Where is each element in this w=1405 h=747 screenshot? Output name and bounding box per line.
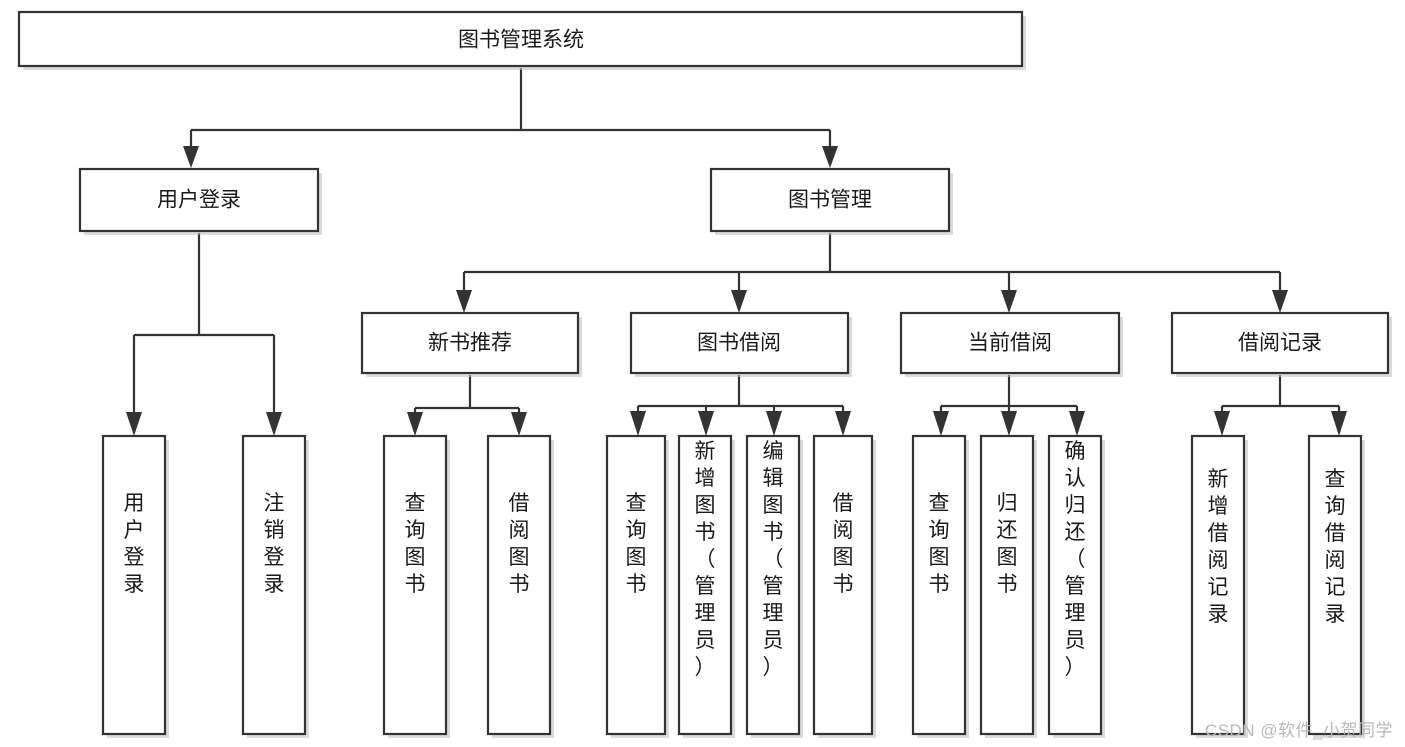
node-leaf-borrow-query-label: 查询图书 xyxy=(626,492,647,596)
node-leaf-current-confirm-box[interactable] xyxy=(1047,434,1103,736)
node-records-box[interactable] xyxy=(1170,311,1390,375)
node-leaf-borrow-edit[interactable]: 编辑图书（管理员） xyxy=(745,434,803,738)
node-leaf-user-logout[interactable]: 注销登录 xyxy=(241,434,309,738)
node-leaf-user-logout-label: 注销登录 xyxy=(264,492,285,596)
node-leaf-records-add-label: 新增借阅记录 xyxy=(1208,468,1229,626)
node-login-label: 用户登录 xyxy=(157,189,241,212)
arrow-login-child-2 xyxy=(266,412,282,436)
edge-group-newbook-children xyxy=(407,375,527,436)
node-leaf-newbook-borrow[interactable]: 借阅图书 xyxy=(486,434,554,738)
node-leaf-newbook-query-box[interactable] xyxy=(382,434,448,736)
arrow-borrow-child-2 xyxy=(698,411,714,436)
node-leaf-borrow-edit-label: 编辑图书（管理员） xyxy=(763,440,784,679)
node-bookmgmt-label: 图书管理 xyxy=(788,189,872,212)
node-bookmgmt[interactable]: 图书管理 xyxy=(709,167,953,235)
node-login-box[interactable] xyxy=(78,167,320,233)
node-leaf-newbook-borrow-box[interactable] xyxy=(486,434,552,736)
arrow-to-current xyxy=(1001,290,1017,313)
node-leaf-current-confirm-label: 确认归还（管理员） xyxy=(1065,440,1086,679)
arrow-borrow-child-4 xyxy=(835,411,851,436)
node-leaf-newbook-query[interactable]: 查询图书 xyxy=(382,434,450,738)
node-login[interactable]: 用户登录 xyxy=(78,167,322,235)
node-leaf-records-query[interactable]: 查询借阅记录 xyxy=(1307,434,1365,738)
node-leaf-borrow-query[interactable]: 查询图书 xyxy=(605,434,669,738)
arrow-borrow-child-3 xyxy=(766,411,782,436)
node-leaf-borrow-lend-box[interactable] xyxy=(812,434,874,736)
node-records-label: 借阅记录 xyxy=(1238,332,1322,355)
arrow-login-child-1 xyxy=(126,412,142,436)
node-leaf-user-login[interactable]: 用户登录 xyxy=(101,434,169,738)
node-leaf-borrow-add-box[interactable] xyxy=(677,434,733,736)
node-newbook-box[interactable] xyxy=(360,311,580,375)
arrow-to-login xyxy=(183,146,199,168)
node-root-box[interactable] xyxy=(17,10,1024,68)
node-current-box[interactable] xyxy=(899,311,1121,375)
arrow-records-child-1 xyxy=(1214,411,1230,436)
node-leaf-user-login-box[interactable] xyxy=(101,434,167,736)
arrow-records-child-2 xyxy=(1331,411,1347,436)
node-leaf-current-return-label: 归还图书 xyxy=(997,492,1018,596)
edge-group-root-to-level2 xyxy=(183,68,838,168)
edge-group-records-children xyxy=(1214,375,1347,436)
node-leaf-current-return[interactable]: 归还图书 xyxy=(979,434,1037,738)
node-leaf-borrow-lend-label: 借阅图书 xyxy=(833,492,854,596)
edge-group-borrow-children xyxy=(630,375,851,436)
edge-group-current-children xyxy=(933,375,1085,436)
node-borrow-box[interactable] xyxy=(629,311,850,375)
arrow-newbook-child-2 xyxy=(511,412,527,436)
node-leaf-records-query-box[interactable] xyxy=(1307,434,1363,736)
node-leaf-current-query-box[interactable] xyxy=(911,434,967,736)
node-leaf-user-login-label: 用户登录 xyxy=(124,492,145,596)
arrow-current-child-2 xyxy=(1001,411,1017,436)
node-leaf-current-return-box[interactable] xyxy=(979,434,1035,736)
node-leaf-user-logout-box[interactable] xyxy=(241,434,307,736)
arrow-current-child-3 xyxy=(1069,411,1085,436)
node-leaf-records-add[interactable]: 新增借阅记录 xyxy=(1190,434,1248,738)
node-leaf-current-query-label: 查询图书 xyxy=(929,492,950,596)
node-bookmgmt-box[interactable] xyxy=(709,167,951,233)
node-borrow[interactable]: 图书借阅 xyxy=(629,311,852,377)
node-leaf-borrow-add[interactable]: 新增图书（管理员） xyxy=(677,434,735,738)
node-leaf-records-add-box[interactable] xyxy=(1190,434,1246,736)
node-root[interactable]: 图书管理系统 xyxy=(17,10,1026,70)
csdn-watermark: CSDN @软件_小贺同学 xyxy=(1204,721,1393,740)
node-leaf-current-query[interactable]: 查询图书 xyxy=(911,434,969,738)
arrow-to-borrow xyxy=(731,290,747,313)
arrow-borrow-child-1 xyxy=(630,411,646,436)
node-leaf-borrow-add-label: 新增图书（管理员） xyxy=(695,440,716,679)
node-root-label: 图书管理系统 xyxy=(458,29,584,52)
arrow-to-bookmgmt xyxy=(822,146,838,168)
node-leaf-borrow-query-box[interactable] xyxy=(605,434,667,736)
node-current-label: 当前借阅 xyxy=(968,332,1052,355)
node-leaf-records-query-label: 查询借阅记录 xyxy=(1325,468,1346,626)
edge-group-login-children xyxy=(126,233,282,436)
edge-group-bookmgmt-children xyxy=(456,233,1288,313)
node-newbook[interactable]: 新书推荐 xyxy=(360,311,582,377)
node-leaf-borrow-edit-box[interactable] xyxy=(745,434,801,736)
node-records[interactable]: 借阅记录 xyxy=(1170,311,1392,377)
node-leaf-newbook-borrow-label: 借阅图书 xyxy=(509,492,530,596)
node-current[interactable]: 当前借阅 xyxy=(899,311,1123,377)
arrow-newbook-child-1 xyxy=(407,412,423,436)
node-borrow-label: 图书借阅 xyxy=(697,332,781,355)
arrow-to-newbook xyxy=(456,290,472,313)
node-leaf-current-confirm[interactable]: 确认归还（管理员） xyxy=(1047,434,1105,738)
node-leaf-borrow-lend[interactable]: 借阅图书 xyxy=(812,434,876,738)
node-leaf-newbook-query-label: 查询图书 xyxy=(405,492,426,596)
arrow-to-records xyxy=(1272,290,1288,313)
arrow-current-child-1 xyxy=(933,411,949,436)
node-newbook-label: 新书推荐 xyxy=(428,332,512,355)
